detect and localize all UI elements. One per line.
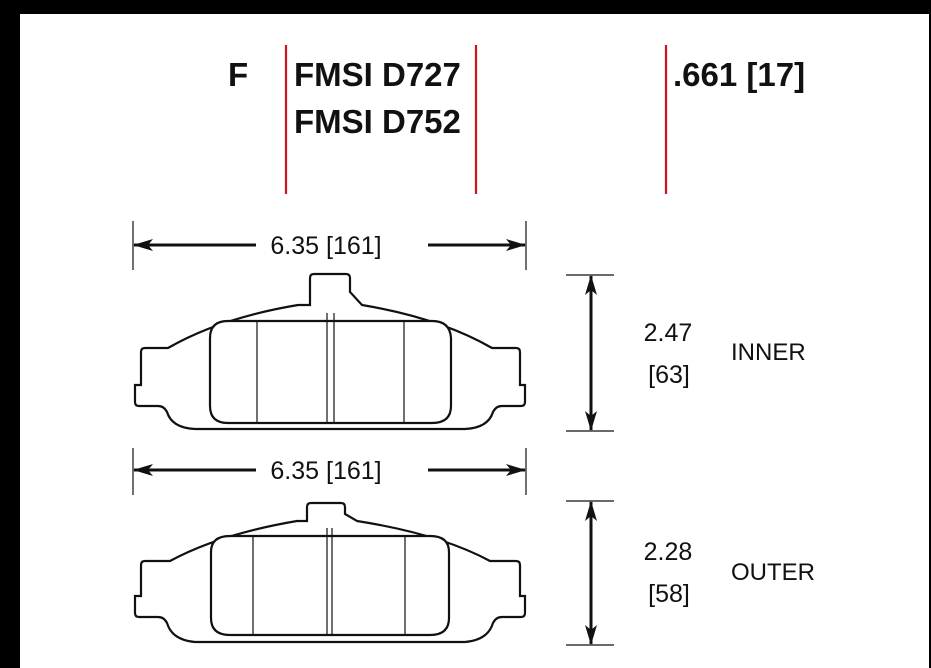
inner-friction-block	[208, 319, 453, 425]
pad-thickness: .661 [17]	[673, 56, 805, 93]
outer-width-label: 6.35 [161]	[270, 457, 381, 485]
inner-width-label: 6.35 [161]	[270, 232, 381, 260]
inner-pad-label: INNER	[731, 339, 806, 366]
inner-pad-group: 6.35 [161] 2.47 [63] INNER	[132, 221, 806, 432]
fmsi-number-2: FMSI D752	[294, 103, 461, 140]
outer-pad-label: OUTER	[731, 559, 815, 586]
outer-friction-block	[209, 534, 451, 637]
inner-height-mm: [63]	[648, 361, 690, 389]
inner-height-inches: 2.47	[644, 319, 693, 347]
outer-height-inches: 2.28	[644, 538, 693, 566]
outer-height-mm: [58]	[648, 580, 690, 608]
position-code: F	[228, 56, 248, 93]
outer-pad-group: 6.35 [161] 2.28 [58] OUTER	[132, 448, 815, 646]
fmsi-number-1: FMSI D727	[294, 56, 461, 93]
